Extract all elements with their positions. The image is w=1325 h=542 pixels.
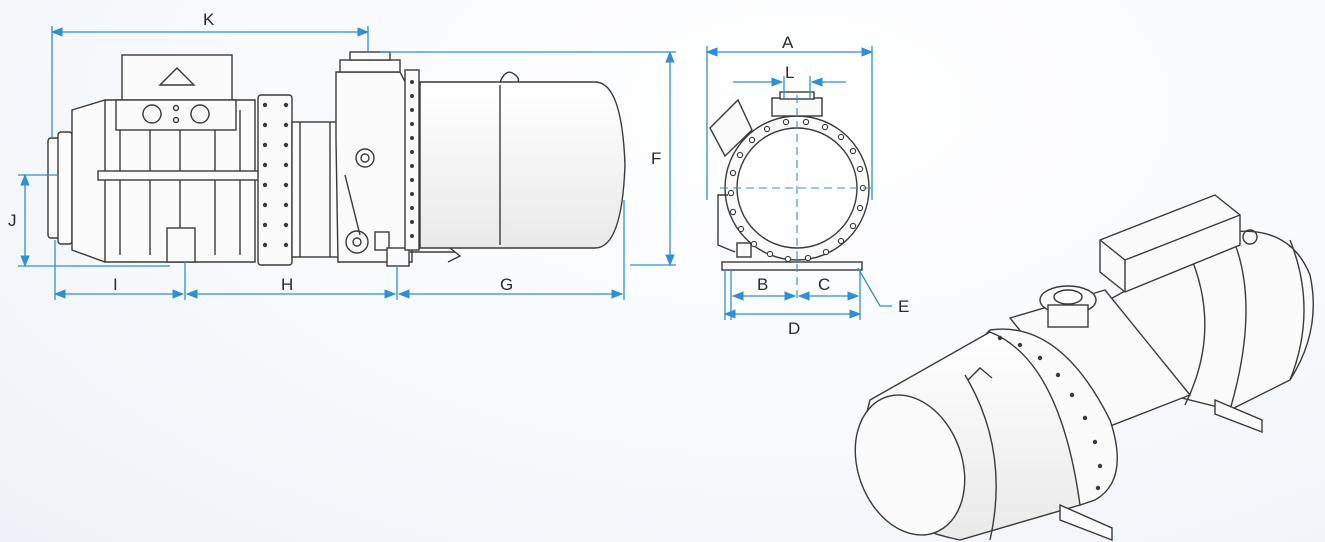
sensor-block	[374, 231, 390, 251]
cable-gland-icon	[142, 104, 162, 124]
motor-flange	[404, 69, 420, 251]
screw-icon	[172, 104, 180, 112]
iso-lifting-eye-icon	[1242, 229, 1258, 245]
suction-flange	[339, 59, 401, 73]
label-c: C	[818, 275, 830, 294]
label-h: H	[281, 275, 293, 294]
end-flange-ring	[57, 131, 73, 245]
motor-flange-bolts	[410, 80, 414, 238]
label-g: G	[500, 275, 513, 294]
label-l: L	[785, 63, 794, 82]
motor-foot-left	[386, 247, 410, 267]
port-fitting-inner	[360, 153, 370, 163]
iso-motor-seam	[964, 374, 997, 541]
isometric-view	[854, 194, 1314, 542]
terminal-box-end	[709, 98, 753, 158]
label-d: D	[788, 319, 800, 338]
side-pipe	[717, 194, 736, 253]
label-j: J	[8, 211, 17, 230]
iso-lifting-lug-icon	[967, 367, 993, 381]
center-flange	[257, 94, 293, 266]
label-f: F	[651, 149, 661, 168]
lifting-lug-icon	[499, 71, 520, 83]
dimension-labels: K F J I H G A L B C D E	[8, 10, 909, 338]
side-view-dimensions	[18, 26, 676, 300]
suction-housing	[335, 71, 413, 263]
iso-suction-neck	[1047, 304, 1089, 328]
valve-block	[736, 242, 752, 258]
iso-body-contour	[1229, 231, 1247, 411]
logo-icon	[158, 67, 196, 86]
screw-icon	[172, 116, 180, 124]
valve-rod	[344, 174, 361, 236]
mounting-foot	[166, 227, 196, 263]
terminal-box-base	[115, 99, 237, 131]
end-view-centerlines	[720, 95, 872, 300]
label-a: A	[782, 33, 794, 52]
end-view-dimensions	[705, 46, 892, 320]
pipe-fitting	[447, 247, 462, 263]
iso-end-flange	[1289, 239, 1305, 381]
valve-hub	[352, 237, 362, 247]
iso-body-contour	[1184, 254, 1206, 406]
label-e: E	[898, 297, 909, 316]
iso-foot-left	[1059, 503, 1113, 542]
iso-motor-end-cap	[854, 394, 966, 536]
side-view	[47, 51, 626, 267]
iso-terminal-box	[1099, 194, 1241, 293]
base-plate	[721, 261, 863, 271]
iso-flange-bolts	[997, 335, 1103, 491]
label-k: K	[203, 10, 215, 29]
end-view	[709, 91, 870, 271]
leader-line-e	[857, 267, 892, 307]
suction-flange-top	[349, 51, 391, 61]
label-b: B	[757, 275, 768, 294]
iso-suction-port	[1053, 289, 1083, 305]
label-i: I	[113, 275, 118, 294]
iso-foot-right	[1214, 398, 1263, 434]
cable-gland-icon	[190, 104, 210, 124]
flange-bolts	[262, 102, 289, 248]
motor-can	[419, 81, 626, 249]
terminal-box	[121, 54, 233, 101]
end-flange-bolts	[727, 118, 867, 263]
